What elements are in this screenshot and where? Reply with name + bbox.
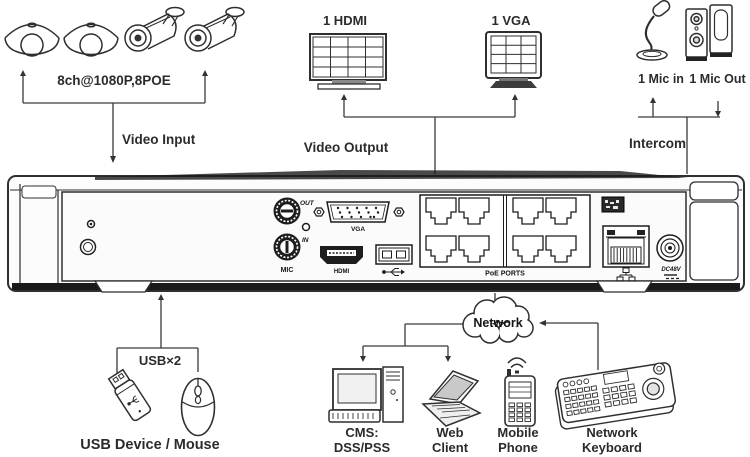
mouse-icon — [180, 377, 216, 437]
keyboard-caption-line2: Keyboard — [582, 440, 642, 455]
panel-hole — [79, 238, 97, 256]
desktop-pc-icon — [328, 366, 404, 423]
network-cloud: Network — [462, 296, 534, 344]
audio-out-port: OUT — [273, 197, 315, 225]
vga-count-label: 1 VGA — [491, 13, 531, 28]
camera-bracket-label: 8ch@1080P,8POE — [57, 73, 171, 88]
bullet-camera-icon — [124, 6, 245, 52]
usb-caption: USB Device / Mouse — [80, 437, 220, 453]
web-client-caption: Web Client — [410, 425, 490, 455]
arrowheads — [20, 70, 721, 362]
network-keyboard-icon — [554, 362, 677, 430]
hdmi-port: HDMI — [320, 246, 363, 275]
hdmi-count-label: 1 HDMI — [322, 13, 368, 28]
svg-text:VGA: VGA — [351, 226, 365, 233]
microphone-icon — [636, 0, 671, 61]
mobile-phone-caption: Mobile Phone — [478, 425, 558, 455]
intercom-label: Intercom — [629, 136, 687, 151]
mic-in-label: 1 Mic in — [638, 72, 684, 86]
nvr-rear-panel: OUT IN MIC — [7, 170, 745, 293]
keyboard-caption-line1: Network — [586, 425, 638, 440]
laptop-icon — [421, 370, 482, 427]
hdmi-monitor-icon — [309, 33, 387, 90]
svg-text:MIC: MIC — [281, 267, 294, 274]
svg-text:Network: Network — [473, 316, 522, 330]
svg-text:PoE PORTS: PoE PORTS — [485, 271, 525, 278]
connector-lines — [22, 76, 720, 376]
vga-monitor-icon — [485, 31, 542, 88]
svg-text:OUT: OUT — [300, 200, 315, 207]
usb-symbol-icon — [382, 268, 405, 276]
cms-caption-line1: CMS: — [345, 425, 379, 440]
panel-sticker — [601, 196, 625, 213]
vga-port: VGA — [313, 201, 405, 233]
usb-bracket-label: USB×2 — [138, 353, 182, 368]
video-input-label: Video Input — [122, 132, 196, 147]
cms-caption-line2: DSS/PSS — [333, 440, 391, 455]
svg-text:IN: IN — [302, 237, 309, 244]
usb-port — [375, 244, 413, 276]
network-port-icon — [616, 267, 636, 282]
network-keyboard-caption: Network Keyboard — [562, 425, 662, 455]
web-caption-line2: Client — [431, 440, 469, 455]
mic-out-label: 1 Mic Out — [689, 72, 746, 86]
audio-in-port: IN MIC — [273, 233, 309, 274]
power-port: DC48V — [656, 234, 684, 280]
mobile-caption-line2: Phone — [498, 440, 538, 455]
poe-ports: PoE PORTS — [419, 194, 591, 278]
mobile-phone-icon — [504, 357, 536, 427]
dome-camera-icon — [4, 22, 119, 57]
usb-stick-icon — [107, 368, 152, 422]
svg-text:HDMI: HDMI — [334, 269, 350, 275]
cms-caption: CMS: DSS/PSS — [322, 425, 402, 455]
ethernet-port — [602, 225, 650, 282]
speakers-icon — [685, 4, 733, 61]
video-output-label: Video Output — [303, 140, 389, 155]
wifi-icon — [507, 357, 527, 374]
svg-text:DC48V: DC48V — [661, 267, 681, 273]
mobile-caption-line1: Mobile — [497, 425, 539, 440]
web-caption-line1: Web — [436, 425, 464, 440]
